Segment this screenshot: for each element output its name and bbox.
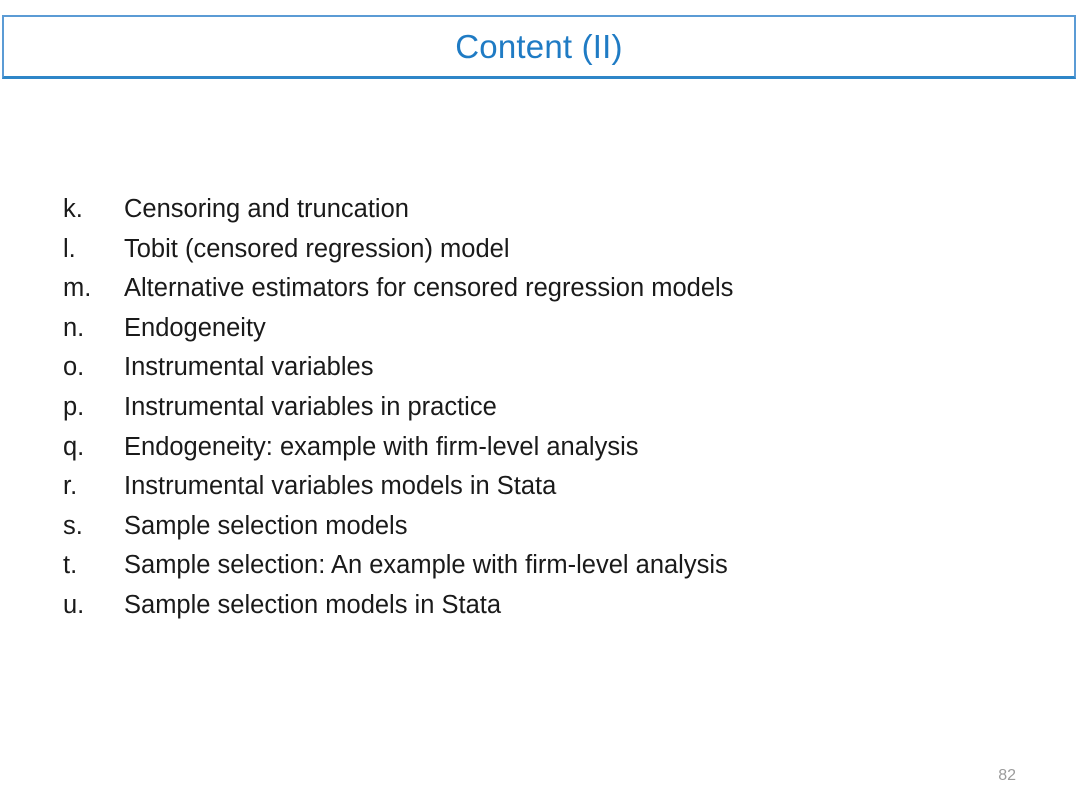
list-item-label: Endogeneity: example with firm-level ana… — [124, 432, 639, 461]
list-item-label: Sample selection models in Stata — [124, 590, 502, 619]
content-list: k. Censoring and truncation l. Tobit (censo… — [63, 190, 1023, 626]
list-item-label: Instrumental variables — [124, 353, 374, 382]
list-item-label: Endogeneity — [124, 313, 266, 342]
list-item: o. Instrumental variables — [63, 348, 1023, 388]
list-item-label: Alternative estimators for censored regr… — [124, 274, 734, 303]
list-item: u. Sample selection models in Stata — [63, 586, 1023, 626]
list-item: q. Endogeneity: example with firm-level a… — [63, 428, 1023, 468]
page-title: Content (II) — [455, 28, 623, 65]
list-item-marker: l. — [63, 234, 76, 263]
list-item: s. Sample selection models — [63, 507, 1023, 547]
title-box: Content (II) — [2, 15, 1076, 79]
list-item-marker: t. — [63, 551, 78, 580]
list-item-marker: m. — [63, 274, 92, 303]
list-item: r. Instrumental variables models in Stata — [63, 467, 1023, 507]
list-item: l. Tobit (censored regression) model — [63, 230, 1023, 270]
list-item-marker: u. — [63, 590, 85, 619]
page-number: 82 — [998, 767, 1016, 784]
list-item: n. Endogeneity — [63, 309, 1023, 349]
list-item-marker: o. — [63, 353, 85, 382]
list-item-label: Sample selection: An example with firm-l… — [124, 551, 728, 580]
list-item-marker: n. — [63, 313, 85, 342]
list-item-label: Tobit (censored regression) model — [124, 234, 510, 263]
list-item-marker: r. — [63, 472, 78, 501]
list-item-marker: k. — [63, 195, 83, 223]
list-item-marker: s. — [63, 511, 83, 540]
list-item-label: Instrumental variables in practice — [124, 392, 497, 421]
list-item-marker: p. — [63, 392, 85, 421]
list-item-label: Censoring and truncation — [124, 195, 409, 223]
list-item: k. Censoring and truncation — [63, 190, 1023, 230]
list-item: t. Sample selection: An example with firm… — [63, 546, 1023, 586]
list-item-marker: q. — [63, 432, 85, 461]
list-item: m. Alternative estimators for censored re… — [63, 269, 1023, 309]
list-item-label: Instrumental variables models in Stata — [124, 472, 557, 501]
list-item: p. Instrumental variables in practice — [63, 388, 1023, 428]
list-item-label: Sample selection models — [124, 511, 408, 540]
